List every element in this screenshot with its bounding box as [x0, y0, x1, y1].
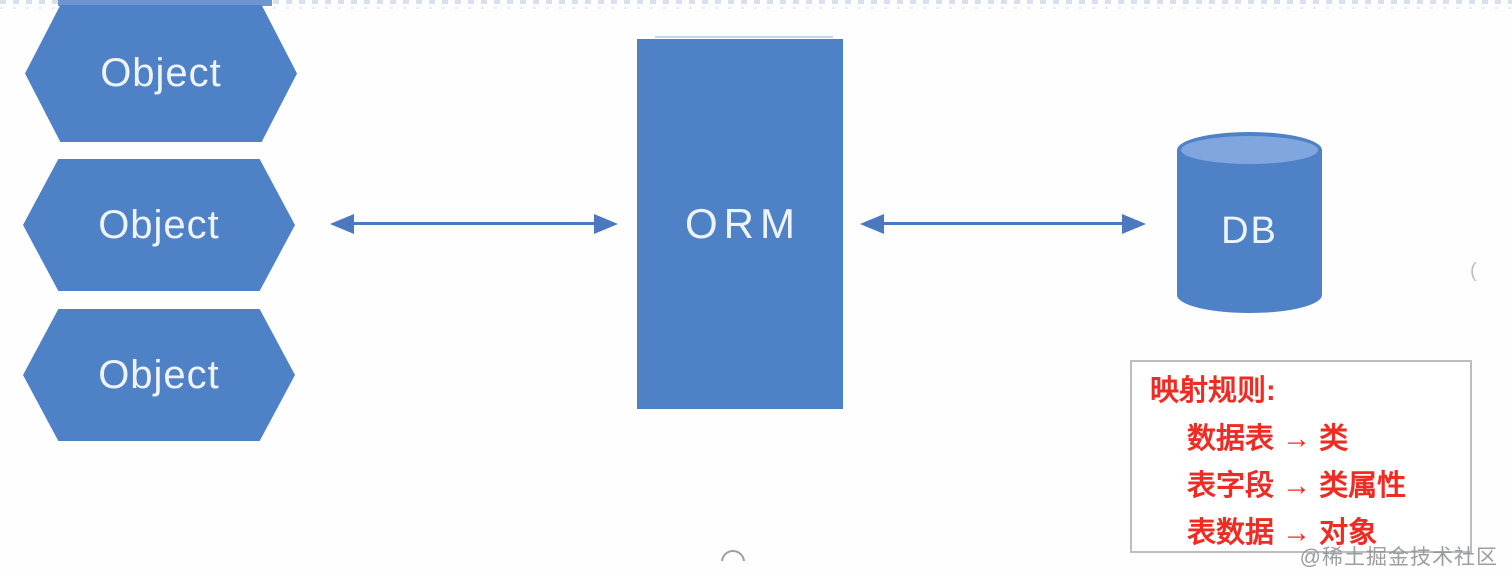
- db-cylinder-body: [1177, 149, 1322, 313]
- top-dashed-artifact: [0, 0, 1512, 4]
- orm-node: ORM: [637, 39, 843, 409]
- arrow-shaft: [876, 222, 1130, 225]
- arrow-objects-orm: [330, 214, 618, 234]
- db-node: DB: [1177, 132, 1322, 313]
- hexagon-top-artifact: [58, 0, 272, 6]
- rule-line-field-attribute: 表字段 → 类属性: [1187, 470, 1407, 502]
- arc-circle-shape: [721, 550, 745, 561]
- orm-top-edge-artifact: [655, 36, 833, 38]
- arrow-orm-db: [860, 214, 1146, 234]
- watermark: @稀土掘金技术社区: [1299, 546, 1498, 569]
- arrowhead-left-icon: [330, 214, 354, 234]
- arrow-shaft: [346, 222, 602, 225]
- rule-line-data-object: 表数据 → 对象: [1187, 517, 1378, 549]
- object-node-3-label: Object: [98, 352, 220, 397]
- bottom-arc-artifact: [719, 550, 749, 561]
- db-cylinder-top: [1177, 132, 1322, 168]
- object-node-2: Object: [23, 159, 295, 291]
- edge-mark-artifact: (: [1470, 260, 1477, 282]
- rules-title: 映射规则:: [1150, 375, 1276, 407]
- orm-node-label: ORM: [685, 200, 801, 247]
- top-dotted-artifact: [0, 7, 1512, 9]
- mapping-rules-box: 映射规则: 数据表 → 类 表字段 → 类属性 表数据 → 对象: [1130, 360, 1472, 553]
- rule-line-table-class: 数据表 → 类: [1187, 423, 1349, 455]
- arrowhead-left-icon: [860, 214, 884, 234]
- object-node-1: Object: [25, 5, 297, 142]
- object-node-3: Object: [23, 309, 295, 441]
- arrowhead-right-icon: [594, 214, 618, 234]
- db-node-label: DB: [1221, 210, 1278, 252]
- object-node-2-label: Object: [98, 202, 220, 247]
- object-node-1-label: Object: [100, 51, 222, 95]
- arrowhead-right-icon: [1122, 214, 1146, 234]
